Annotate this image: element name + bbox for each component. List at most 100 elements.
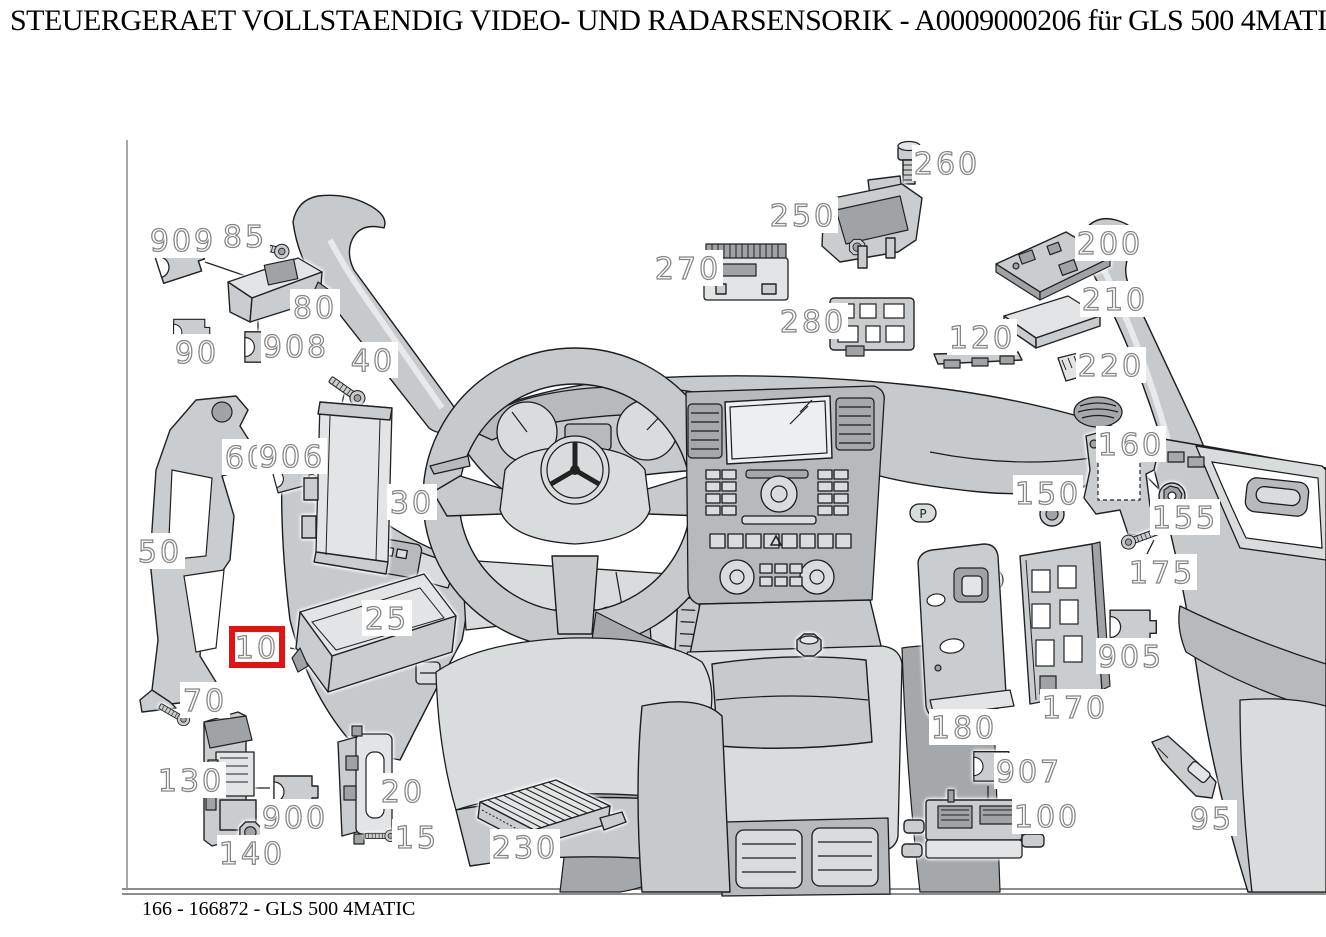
footer-caption: 166 - 166872 - GLS 500 4MATIC: [142, 898, 416, 920]
part-180-drawing: [917, 543, 1015, 719]
page-title: STEUERGERAET VOLLSTAENDIG VIDEO- UND RAD…: [10, 4, 1326, 37]
svg-text:906: 906: [259, 440, 325, 475]
svg-text:270: 270: [655, 252, 721, 287]
part-250-drawing: [821, 175, 923, 269]
part-label-160[interactable]: 160: [1096, 426, 1166, 464]
part-label-140[interactable]: 140: [217, 835, 287, 873]
part-label-907[interactable]: 907: [994, 753, 1064, 791]
part-label-15[interactable]: 15: [392, 819, 442, 857]
rear-vent-left: [735, 829, 803, 889]
part-label-25[interactable]: 25: [362, 600, 412, 638]
part-label-230[interactable]: 230: [490, 829, 560, 867]
part-label-80[interactable]: 80: [290, 289, 340, 327]
part-label-130[interactable]: 130: [156, 762, 226, 800]
part-label-90[interactable]: 90: [172, 334, 222, 372]
turn-signal-stalk: [429, 455, 471, 475]
door-window-switch-2: [1187, 456, 1205, 468]
part-270-drawing: [703, 243, 789, 301]
svg-text:10: 10: [235, 631, 279, 666]
svg-text:150: 150: [1015, 477, 1081, 512]
part-label-175[interactable]: 175: [1127, 554, 1197, 592]
svg-text:210: 210: [1082, 283, 1148, 318]
svg-text:160: 160: [1098, 428, 1164, 463]
svg-text:50: 50: [138, 535, 182, 570]
part-100-drawing: [901, 789, 1045, 859]
hazard-button-icon: [769, 534, 783, 546]
part-label-909[interactable]: 909: [148, 222, 218, 260]
part-170-drawing: [1019, 541, 1111, 705]
svg-text:909: 909: [150, 224, 216, 259]
steering-wheel: [422, 347, 728, 649]
center-stack: [685, 385, 885, 605]
part-label-280[interactable]: 280: [778, 303, 848, 341]
part-label-120[interactable]: 120: [947, 319, 1017, 357]
part-80-drawing: [227, 257, 333, 323]
part-label-260[interactable]: 260: [912, 145, 982, 183]
volume-knob: [760, 475, 798, 513]
svg-text:30: 30: [390, 486, 434, 521]
svg-text:40: 40: [351, 344, 395, 379]
svg-text:90: 90: [175, 336, 219, 371]
part-label-200[interactable]: 200: [1075, 225, 1145, 263]
right-center-vent: [835, 397, 875, 451]
button-row: [709, 533, 852, 549]
svg-text:230: 230: [492, 831, 558, 866]
svg-text:100: 100: [1014, 800, 1080, 835]
svg-text:120: 120: [949, 321, 1015, 356]
svg-text:140: 140: [219, 837, 285, 872]
part-label-95[interactable]: 95: [1187, 800, 1237, 838]
radio-panel: [705, 469, 849, 525]
car-interior-illustration: P: [280, 194, 1326, 897]
part-label-220[interactable]: 220: [1076, 347, 1146, 385]
part-label-85[interactable]: 85: [220, 218, 270, 256]
svg-text:70: 70: [183, 684, 227, 719]
part-drawings: [139, 140, 1217, 859]
armrest-lid: [711, 656, 873, 749]
driver-seat: [435, 637, 731, 893]
svg-text:20: 20: [381, 775, 425, 810]
mercedes-star: [540, 435, 610, 505]
svg-text:200: 200: [1077, 227, 1143, 262]
part-30-drawing: [301, 401, 393, 575]
svg-text:155: 155: [1152, 501, 1218, 536]
svg-text:85: 85: [223, 220, 267, 255]
rear-vent-panel: [721, 817, 891, 897]
center-console: [685, 599, 903, 897]
part-label-155[interactable]: 155: [1150, 499, 1220, 537]
part-label-50[interactable]: 50: [135, 533, 185, 571]
park-button: P: [909, 503, 937, 523]
svg-text:95: 95: [1190, 802, 1234, 837]
svg-text:130: 130: [158, 764, 224, 799]
part-label-905[interactable]: 905: [1096, 638, 1166, 676]
part-label-40[interactable]: 40: [348, 342, 398, 380]
part-label-210[interactable]: 210: [1080, 281, 1150, 319]
part-label-908[interactable]: 908: [261, 328, 331, 366]
part-95-drawing: [1151, 735, 1217, 799]
door-speaker: [1073, 396, 1123, 428]
svg-text:25: 25: [365, 602, 409, 637]
part-label-170[interactable]: 170: [1040, 689, 1110, 727]
instrument-cluster: [496, 399, 678, 463]
left-a-pillar: [292, 194, 460, 434]
part-label-150[interactable]: 150: [1013, 475, 1083, 513]
part-label-180[interactable]: 180: [929, 709, 999, 747]
part-label-250[interactable]: 250: [768, 197, 838, 235]
part-label-10-highlighted[interactable]: 10: [229, 626, 285, 668]
part-label-20[interactable]: 20: [378, 773, 428, 811]
svg-text:175: 175: [1129, 556, 1195, 591]
svg-text:15: 15: [395, 821, 439, 856]
part-label-70[interactable]: 70: [180, 682, 230, 720]
part-label-270[interactable]: 270: [653, 250, 723, 288]
svg-text:907: 907: [996, 755, 1062, 790]
part-label-900[interactable]: 900: [260, 799, 330, 837]
svg-text:220: 220: [1078, 349, 1144, 384]
part-label-30[interactable]: 30: [387, 484, 437, 522]
svg-text:905: 905: [1098, 640, 1164, 675]
part-label-100[interactable]: 100: [1012, 798, 1082, 836]
part-label-906[interactable]: 906: [257, 438, 327, 476]
svg-text:180: 180: [931, 711, 997, 746]
door-window-switch: [1167, 451, 1185, 463]
frame-left-border: [126, 140, 128, 890]
